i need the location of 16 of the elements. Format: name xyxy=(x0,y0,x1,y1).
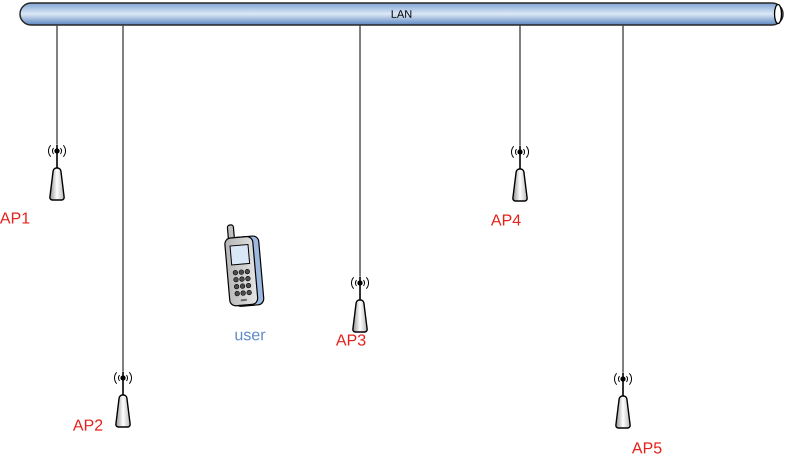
network-line xyxy=(122,25,124,372)
mobile-phone-icon xyxy=(224,224,264,307)
access-point-icon xyxy=(114,372,132,428)
network-line xyxy=(56,25,58,146)
device-label: AP2 xyxy=(72,419,102,431)
network-line xyxy=(622,25,624,374)
access-point-icon xyxy=(351,276,369,333)
device-label: AP4 xyxy=(490,214,521,226)
device-label: AP3 xyxy=(336,334,366,346)
access-point-icon xyxy=(511,146,529,202)
network-bus: LAN xyxy=(19,2,784,26)
device-label: user xyxy=(236,332,266,340)
access-point-icon xyxy=(614,372,632,429)
access-point-icon xyxy=(48,144,66,201)
device-label: AP1 xyxy=(0,212,30,224)
device-label: AP5 xyxy=(632,442,662,454)
